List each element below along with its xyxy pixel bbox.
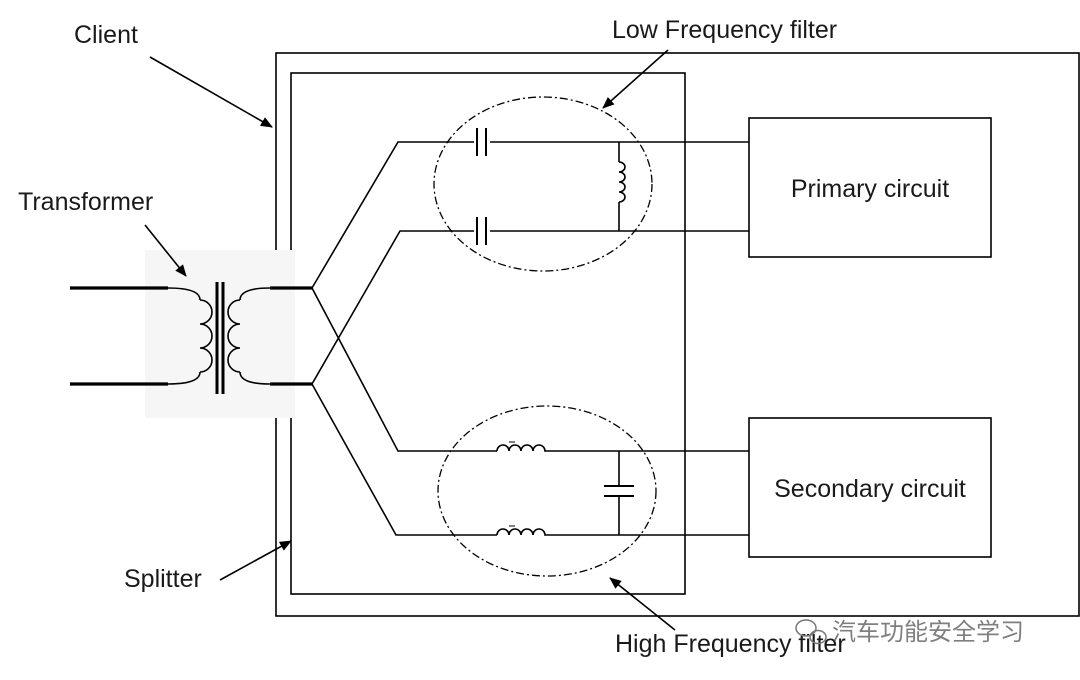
low-filter-label: Low Frequency filter: [612, 16, 837, 44]
splitter-label: Splitter: [124, 565, 202, 593]
watermark-text: 汽车功能安全学习: [832, 618, 1024, 646]
primary-circuit-box: [748, 117, 992, 258]
client-label: Client: [74, 21, 138, 49]
high-frequency-filter: [437, 405, 657, 577]
secondary-circuit-label: Secondary circuit: [774, 475, 966, 503]
low-filter-ellipse: [433, 96, 653, 272]
high-filter-arrow: [609, 577, 676, 631]
primary-circuit-label: Primary circuit: [791, 175, 949, 203]
splitter-arrow: [219, 540, 292, 581]
splitter-wiring: [311, 141, 749, 536]
client-arrow: [149, 56, 273, 128]
transformer-label: Transformer: [18, 188, 153, 216]
high-filter-ellipse: [437, 405, 657, 577]
high-filter-label: High Frequency filter: [615, 630, 846, 658]
low-filter-arrow: [602, 49, 669, 109]
secondary-circuit-box: [748, 417, 992, 558]
watermark: 汽车功能安全学习: [795, 618, 1024, 646]
wechat-icon: [795, 619, 827, 645]
transformer-arrow: [144, 224, 187, 277]
transformer-symbol: [70, 250, 312, 418]
low-frequency-filter: [433, 96, 653, 272]
